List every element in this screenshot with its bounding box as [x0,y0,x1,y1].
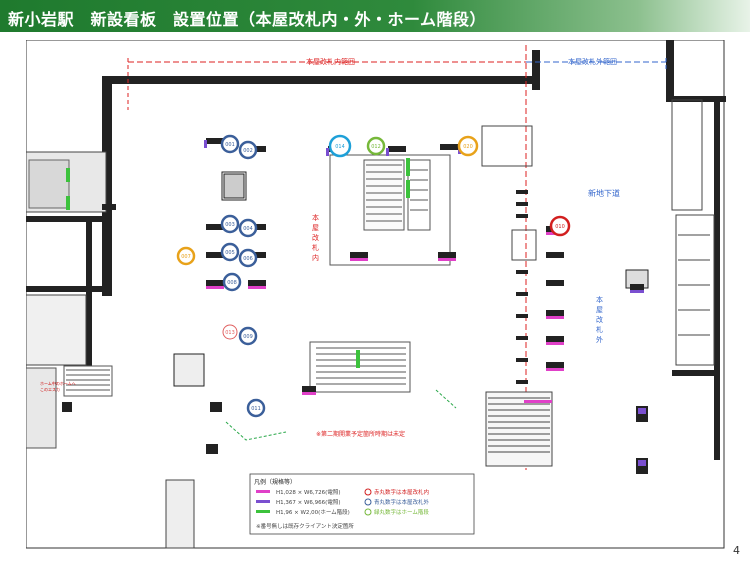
left-sign-text-1: ホーム中のホームへ [40,380,76,386]
range-outside-label: 本屋改札外範囲 [568,57,617,66]
left-sign-text-2: このエスカ [40,387,60,392]
marker-001: 001 [220,134,240,154]
svg-text:札: 札 [596,325,603,334]
sign-accents [66,140,646,466]
svg-text:010: 010 [555,224,565,230]
inside-label: 本 屋 改 札 内 [312,213,319,262]
marker-002: 002 [238,140,258,160]
legend-desc-3: 緑丸数字はホーム階段 [374,508,429,516]
page-number: 4 [733,544,740,557]
header-bar: 新小岩駅 新設看板 設置位置（本屋改札内・外・ホーム階段） [0,0,750,32]
marker-012: 012 [366,136,386,156]
svg-text:013: 013 [225,330,235,336]
svg-text:004: 004 [243,226,253,232]
svg-text:011: 011 [251,406,261,412]
svg-text:009: 009 [243,334,253,340]
svg-text:006: 006 [243,256,253,262]
svg-text:002: 002 [243,148,253,154]
svg-text:005: 005 [225,250,235,256]
svg-text:外: 外 [596,335,603,344]
escalator-north [329,154,451,266]
range-inside-label: 本屋改札内範囲 [306,57,355,66]
marker-013: 013 [222,324,238,340]
svg-text:020: 020 [463,144,473,150]
floor-plan: ホーム中のホームへ このエスカ 本屋改札内範囲 本屋改札外範囲 [26,40,726,549]
legend-spec-1: H1,028 × W6,726(電照) [276,489,340,496]
svg-text:屋: 屋 [596,306,603,314]
svg-text:札: 札 [312,243,319,252]
walls [26,40,726,460]
svg-text:本: 本 [596,295,603,304]
green-paths [225,389,457,441]
marker-011: 011 [246,398,266,418]
legend-spec-2: H1,367 × W6,966(電照) [276,499,340,506]
svg-text:003: 003 [225,222,235,228]
svg-text:本: 本 [312,213,319,222]
svg-text:001: 001 [225,142,235,148]
marker-005: 005 [220,242,240,262]
marker-006: 006 [238,248,258,268]
staircase-south [485,391,553,467]
legend-desc-2: 青丸数字は本屋改札外 [374,498,430,506]
svg-text:008: 008 [227,280,237,286]
legend-spec-3: H1,96 × W2,00(ホーム階段) [276,508,350,516]
marker-003: 003 [220,214,240,234]
legend-footnote: ※番号無しは既存クライアント決定箇所 [256,522,354,530]
legend-title: 凡例（規格等） [254,478,296,486]
ticket-gates [516,190,528,384]
escalator-south [309,341,411,393]
legend-desc-1: 赤丸数字は本屋改札内 [374,488,429,496]
svg-text:012: 012 [371,144,381,150]
outside-label: 本 屋 改 札 外 [596,295,603,344]
underground-label: 新地下道 [588,188,620,198]
svg-text:屋: 屋 [312,224,319,232]
legend: 凡例（規格等） H1,028 × W6,726(電照) 赤丸数字は本屋改札内 H… [249,473,475,535]
marker-007: 007 [176,246,196,266]
marker-014: 014 [328,134,352,158]
marker-004: 004 [238,218,258,238]
svg-text:改: 改 [596,315,603,324]
right-rooms [481,99,715,366]
marker-008: 008 [222,272,242,292]
marker-010: 010 [549,215,571,237]
left-escalator [63,365,113,397]
page-title: 新小岩駅 新設看板 設置位置（本屋改札内・外・ホーム階段） [8,10,487,29]
svg-text:007: 007 [181,254,191,260]
marker-020: 020 [457,135,479,157]
columns [173,171,649,387]
svg-text:内: 内 [312,253,319,262]
svg-text:改: 改 [312,233,319,242]
phase2-note: ※第二期開業予定箇所時期は未定 [316,430,405,438]
svg-text:014: 014 [335,144,345,150]
marker-009: 009 [238,326,258,346]
